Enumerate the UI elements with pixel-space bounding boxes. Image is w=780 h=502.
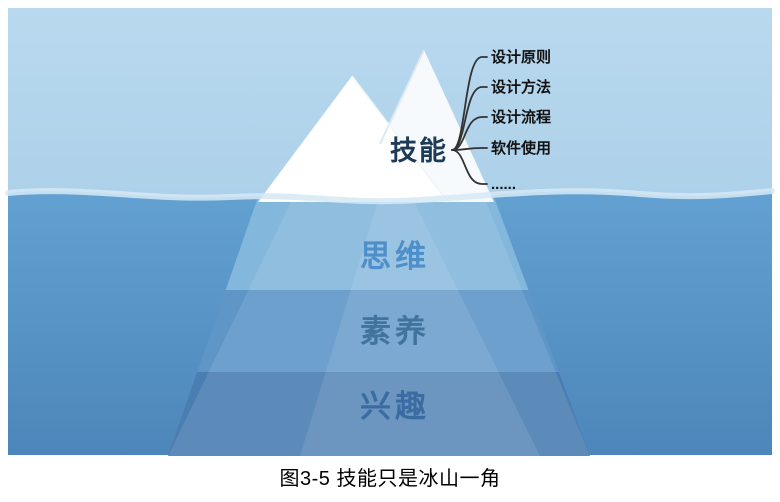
- waterline-highlight: [5, 188, 775, 205]
- branch-line-1: [451, 56, 488, 151]
- branch-connectors: [451, 56, 488, 185]
- layer-label-interest: 兴趣: [360, 389, 430, 424]
- layer-label-thinking: 思维: [360, 239, 430, 274]
- iceberg-tip-left: [258, 76, 448, 202]
- branch-labels: 设计原则 设计方法 设计流程 软件使用 ......: [491, 48, 551, 193]
- tip-label: 技能: [390, 135, 448, 166]
- submerged-highlight-left: [168, 197, 540, 456]
- branch-line-4: [451, 147, 488, 151]
- branch-label-5: ......: [491, 176, 516, 193]
- figure-caption: 图3-5 技能只是冰山一角: [279, 468, 501, 490]
- tip-edge-line: [351, 75, 449, 203]
- branch-line-2: [451, 86, 488, 151]
- branch-label-1: 设计原则: [491, 48, 551, 66]
- branch-label-3: 设计流程: [491, 108, 551, 126]
- branch-label-2: 设计方法: [491, 78, 551, 96]
- branch-label-4: 软件使用: [491, 139, 551, 157]
- submerged-highlight-right: [300, 197, 590, 456]
- layer-band-2: [168, 290, 590, 372]
- layer-band-3: [168, 372, 590, 456]
- tip-crease-line: [379, 49, 425, 145]
- branch-line-5: [451, 149, 488, 185]
- layer-labels: 思维 素养 兴趣: [360, 239, 430, 424]
- layer-label-quality: 素养: [360, 314, 430, 349]
- iceberg-diagram: 技能 设计原则 设计方法 设计流程 软件使用 ...... 思维 素养 兴趣: [5, 8, 775, 456]
- branch-line-3: [451, 116, 488, 151]
